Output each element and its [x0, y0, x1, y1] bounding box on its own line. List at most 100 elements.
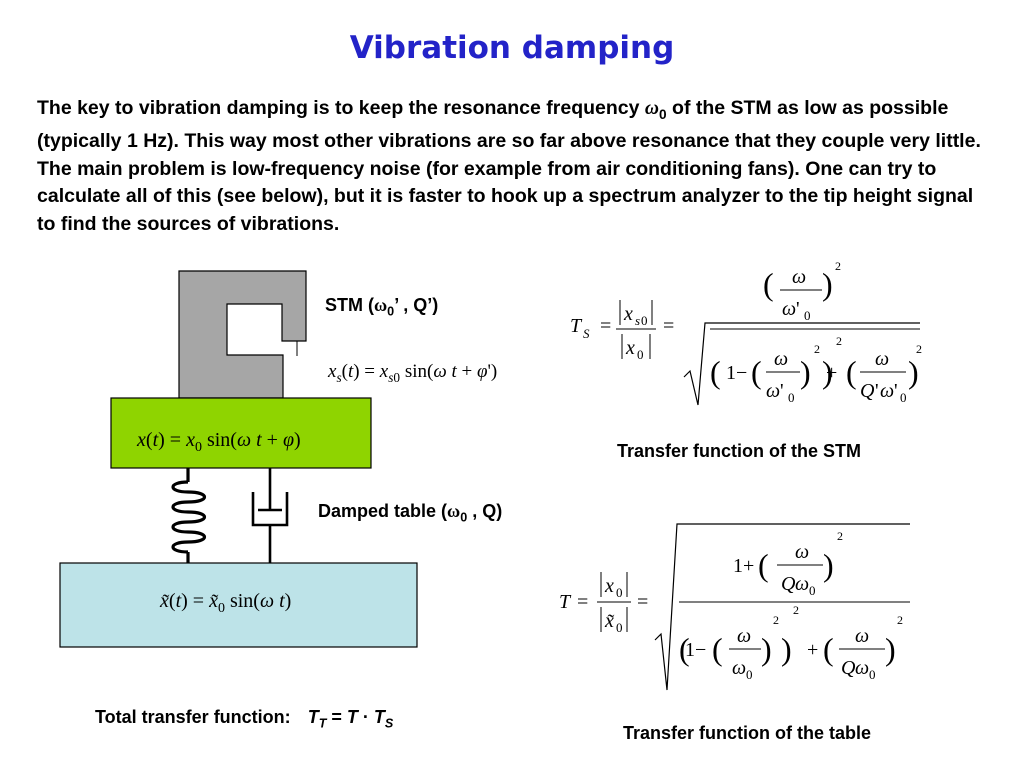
svg-text:+: + [807, 639, 818, 661]
stm-body [178, 270, 307, 399]
svg-text:T: T [570, 315, 583, 337]
svg-text:2: 2 [916, 342, 922, 356]
svg-text:': ' [796, 298, 800, 320]
omega-subscript: 0 [659, 106, 667, 122]
total-transfer-function: Total transfer function: TT = T · TS [95, 707, 393, 731]
svg-text:x: x [625, 337, 635, 359]
svg-text:=: = [637, 591, 648, 613]
svg-text:ω: ω [737, 625, 751, 647]
stm-label-omega: ω [374, 295, 388, 315]
intro-paragraph: The key to vibration damping is to keep … [37, 95, 987, 238]
total-transfer-label: Total transfer function: [95, 707, 291, 727]
svg-text:x: x [623, 303, 633, 325]
svg-text:0: 0 [869, 667, 876, 682]
t-symbol: T [346, 707, 358, 727]
svg-text:1−: 1− [685, 639, 706, 661]
table-label-omega: ω [447, 501, 461, 521]
svg-text:': ' [875, 380, 879, 402]
svg-text:0: 0 [637, 347, 644, 362]
tt-equals: = [326, 707, 347, 727]
table-label-prefix: Damped table ( [318, 501, 448, 521]
svg-text:0: 0 [641, 313, 648, 328]
svg-text:(: ( [679, 631, 690, 667]
svg-text:ω: ω [732, 657, 746, 679]
svg-text:): ) [781, 631, 792, 667]
svg-text:ω: ω [792, 266, 806, 288]
svg-text:2: 2 [793, 603, 799, 617]
svg-text:0: 0 [746, 667, 753, 682]
svg-text:1−: 1− [726, 362, 747, 384]
svg-text:(: ( [712, 631, 723, 667]
svg-text:): ) [885, 631, 896, 667]
svg-text:2: 2 [835, 259, 841, 273]
svg-text:0: 0 [616, 620, 623, 635]
damped-table [110, 397, 372, 469]
svg-text:ω: ω [782, 298, 796, 320]
table-label-sub: 0 [460, 510, 468, 525]
stm-label-prefix: STM ( [325, 295, 374, 315]
svg-text:2: 2 [773, 613, 779, 627]
svg-text:): ) [822, 354, 833, 390]
svg-text:': ' [780, 380, 784, 402]
stm-label-suffix: ’ , Q’) [394, 295, 439, 315]
table-transfer-caption: Transfer function of the table [623, 723, 872, 743]
svg-text:=: = [577, 591, 588, 613]
damper-icon [251, 468, 289, 563]
svg-text:(: ( [763, 266, 774, 302]
svg-text:): ) [908, 354, 919, 390]
svg-text:=: = [663, 315, 674, 337]
svg-text:ω: ω [875, 348, 889, 370]
tt-symbol: T [307, 707, 319, 727]
svg-text:): ) [761, 631, 772, 667]
svg-text:(: ( [758, 547, 769, 583]
svg-text:T: T [559, 591, 572, 613]
spring-icon [171, 468, 207, 563]
svg-text:): ) [822, 266, 833, 302]
svg-text:0: 0 [788, 390, 795, 405]
stm-motion-equation: xs(t) = xs0 sin(ω t + φ') [328, 361, 498, 385]
svg-text:0: 0 [809, 583, 816, 598]
svg-text:=: = [600, 315, 611, 337]
svg-text:(: ( [751, 354, 762, 390]
svg-text:Q: Q [781, 573, 796, 595]
svg-text:0: 0 [616, 585, 623, 600]
svg-text:(: ( [710, 354, 721, 390]
svg-text:ω: ω [795, 573, 809, 595]
stm-label: STM (ω0’ , Q’) [325, 295, 438, 319]
ts-sub: S [384, 716, 394, 731]
svg-text:(: ( [846, 354, 857, 390]
svg-text:+: + [826, 362, 837, 384]
tt-dot: · [357, 707, 374, 727]
svg-text:x̃: x̃ [604, 610, 614, 632]
svg-text:': ' [894, 380, 898, 402]
svg-text:0: 0 [900, 390, 907, 405]
svg-text:ω: ω [774, 348, 788, 370]
table-motion-equation: x(t) = x0 sin(ω t + φ) [137, 429, 301, 455]
svg-text:ω: ω [855, 657, 869, 679]
floor-block [59, 562, 418, 648]
ts-symbol: T [373, 707, 385, 727]
svg-text:2: 2 [897, 613, 903, 627]
svg-text:ω: ω [766, 380, 780, 402]
tt-sub: T [318, 716, 327, 731]
omega-symbol: ω [644, 98, 660, 119]
svg-text:2: 2 [836, 334, 842, 348]
svg-text:x: x [604, 575, 614, 597]
svg-text:Q: Q [860, 380, 875, 402]
svg-text:ω: ω [855, 625, 869, 647]
svg-text:Q: Q [841, 657, 856, 679]
floor-motion-equation: x̃(t) = x̃0 sin(ω t) [160, 590, 292, 616]
svg-text:ω: ω [880, 380, 894, 402]
svg-text:1+: 1+ [733, 555, 754, 577]
svg-text:2: 2 [814, 342, 820, 356]
intro-text-start: The key to vibration damping is to keep … [37, 97, 645, 119]
stm-label-sub: 0 [387, 304, 395, 319]
intro-text-end: of the STM as low as possible (typically… [37, 97, 981, 235]
stm-transfer-caption: Transfer function of the STM [617, 441, 862, 461]
svg-text:): ) [800, 354, 811, 390]
svg-text:ω: ω [795, 541, 809, 563]
table-label: Damped table (ω0 , Q) [318, 501, 502, 525]
